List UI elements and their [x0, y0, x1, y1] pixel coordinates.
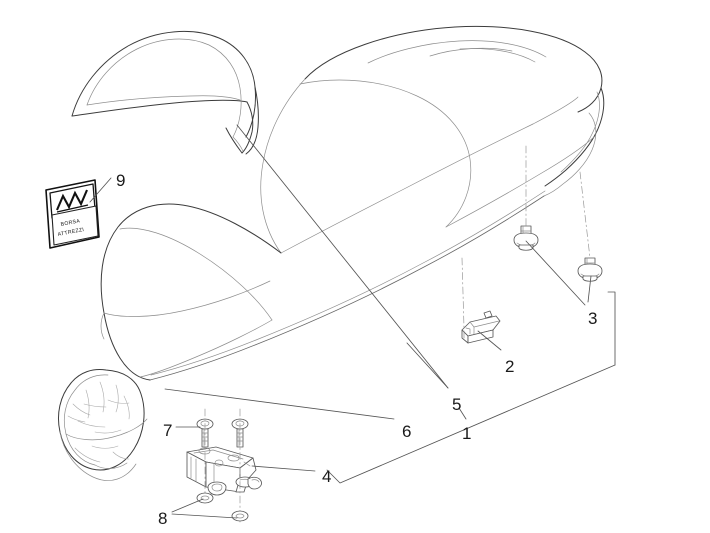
leader-6	[164, 388, 395, 420]
striker-axis-line	[461, 257, 465, 329]
leader-4	[251, 465, 316, 472]
leader-2	[477, 330, 502, 351]
bracket-3-vertical	[607, 291, 616, 366]
callout-5[interactable]: 5	[452, 395, 462, 414]
bracket-1-group	[326, 364, 616, 484]
callout-4[interactable]: 4	[322, 467, 332, 486]
leader-8a	[171, 498, 204, 513]
hinge-washer-right	[231, 510, 249, 522]
group-brackets	[326, 291, 616, 484]
tool-bag: BORSA ATTREZZI	[45, 179, 100, 249]
leader-3a	[525, 240, 586, 306]
tool-bag-line1: BORSA	[60, 218, 81, 228]
bracket-5-to-1	[406, 342, 449, 389]
tool-bag-line2: ATTREZZI	[57, 227, 84, 238]
callout-1[interactable]: 1	[462, 424, 472, 443]
leader-8b	[171, 513, 238, 519]
leader-1	[458, 407, 467, 420]
hinge-screw-right	[231, 418, 249, 448]
saddle-body	[57, 25, 605, 481]
leader-lines	[89, 124, 592, 519]
hinge-bracket	[186, 446, 262, 496]
leader-5	[236, 124, 449, 389]
callout-9[interactable]: 9	[116, 171, 126, 190]
callout-3[interactable]: 3	[588, 309, 598, 328]
rubber-mount-bolt-right	[577, 257, 603, 282]
rubber-mount-bolt-left	[513, 225, 539, 251]
striker-bracket	[461, 310, 501, 344]
backrest-pad	[71, 30, 259, 155]
callout-6[interactable]: 6	[402, 422, 412, 441]
callout-2[interactable]: 2	[505, 357, 515, 376]
callout-7[interactable]: 7	[163, 421, 173, 440]
leader-3b	[587, 275, 592, 303]
hinge-washer-left	[196, 492, 214, 504]
leader-9	[89, 177, 112, 203]
bolt-right-axis-line	[579, 171, 591, 259]
callout-8[interactable]: 8	[158, 509, 168, 528]
